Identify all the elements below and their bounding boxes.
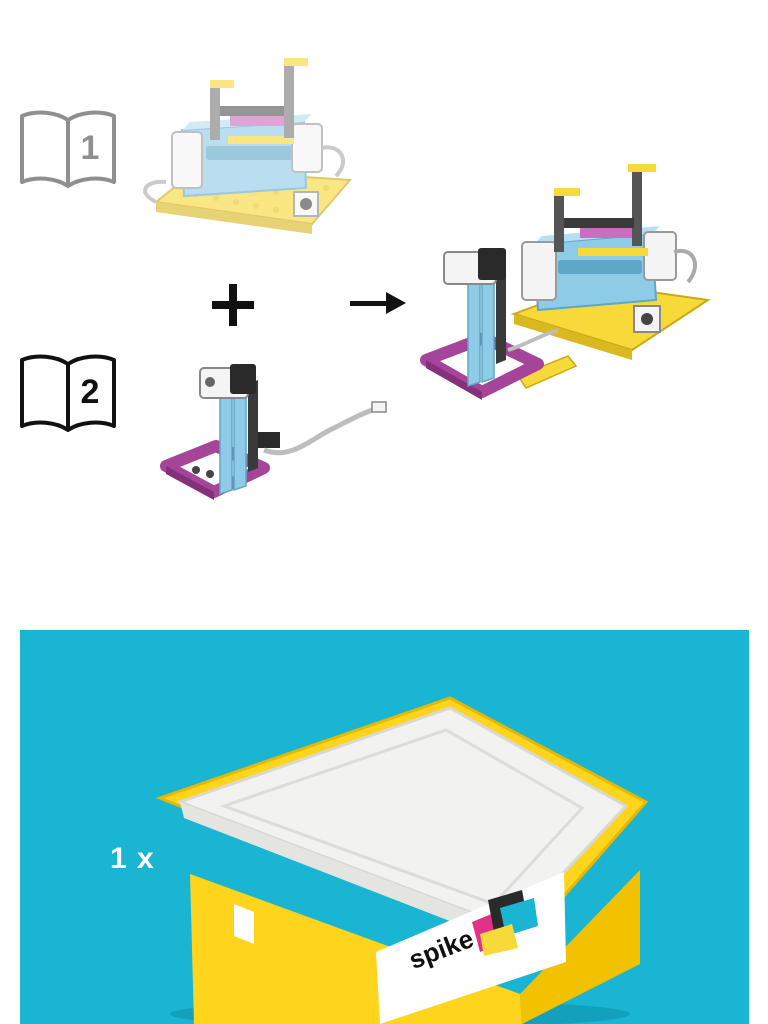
book-1-number: 1 bbox=[80, 129, 100, 167]
plus-icon bbox=[210, 282, 256, 328]
book-icon bbox=[20, 110, 116, 188]
parts-box-panel: 1 x spike bbox=[20, 630, 749, 1024]
quantity-label: 1 x bbox=[110, 842, 155, 875]
model-step-1 bbox=[136, 52, 358, 242]
book-icon bbox=[20, 354, 116, 432]
model-step-2 bbox=[160, 360, 392, 528]
storage-box-image: spike bbox=[150, 694, 650, 1024]
arrow-right-icon bbox=[348, 290, 406, 316]
model-combined bbox=[418, 160, 716, 418]
book-2-number: 2 bbox=[80, 373, 100, 411]
instruction-book-1: 1 bbox=[18, 106, 118, 188]
instruction-book-2: 2 bbox=[18, 350, 118, 432]
